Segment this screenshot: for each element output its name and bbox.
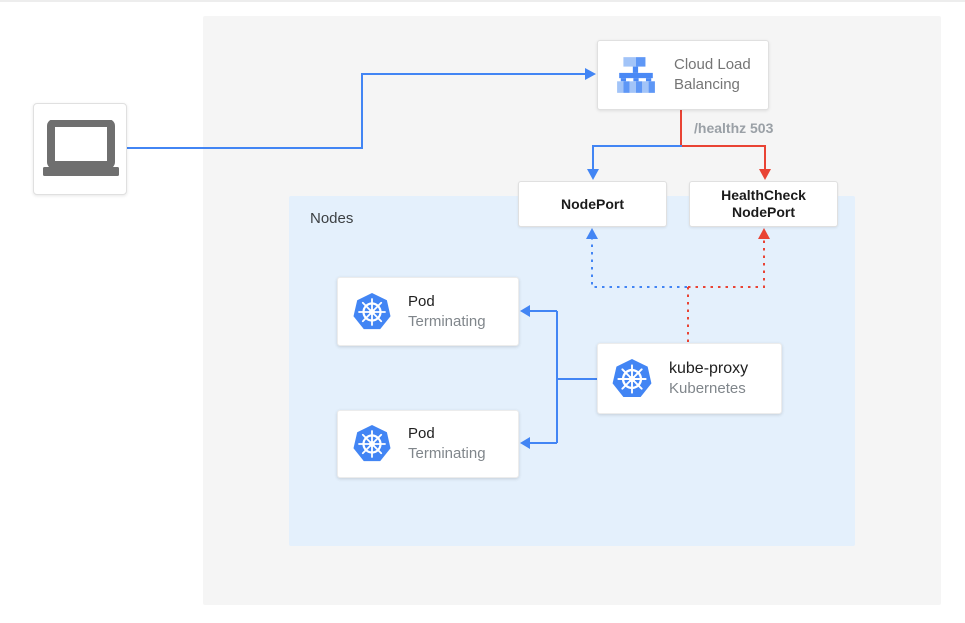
kube-proxy-title: kube-proxy [669, 359, 749, 377]
cloud-load-balancing-label: Cloud Load Balancing [674, 56, 751, 93]
top-divider [0, 0, 965, 2]
nodeport-label: NodePort [561, 195, 624, 212]
kubernetes-icon [353, 425, 391, 462]
kube-proxy-subtitle: Kubernetes [669, 379, 746, 397]
pod-status: Terminating [408, 445, 486, 462]
nodes-group-label: Nodes [310, 210, 354, 227]
healthz-status-label: /healthz 503 [694, 120, 774, 136]
kubernetes-icon [612, 358, 652, 397]
pod-node-1: Pod Terminating [337, 277, 519, 346]
pod-title: Pod [408, 292, 435, 310]
laptop-icon [43, 120, 119, 176]
nodeport-node: NodePort [518, 181, 667, 227]
healthcheck-nodeport-node: HealthCheck NodePort [689, 181, 838, 227]
client-node [33, 103, 127, 195]
pod-title: Pod [408, 425, 435, 442]
kubernetes-icon [353, 292, 391, 329]
load-balancer-icon [617, 57, 655, 93]
pod-node-2: Pod Terminating [337, 410, 519, 478]
cloud-load-balancing-node: Cloud Load Balancing [597, 40, 769, 110]
healthcheck-nodeport-label: HealthCheck NodePort [721, 187, 806, 220]
kube-proxy-node: kube-proxy Kubernetes [597, 343, 782, 414]
pod-status: Terminating [408, 312, 486, 330]
